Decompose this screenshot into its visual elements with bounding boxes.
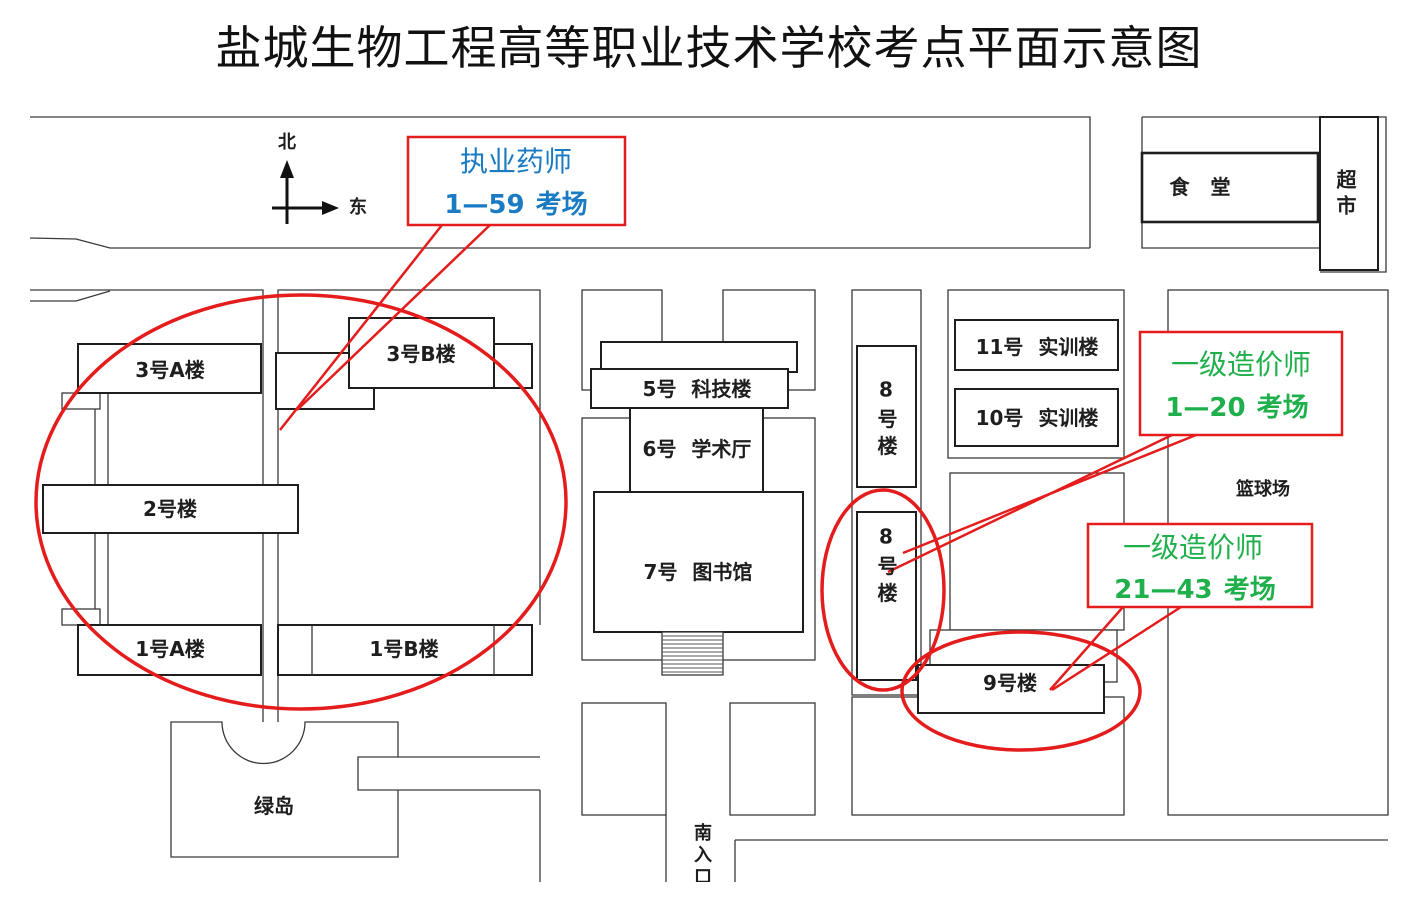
- supermarket-label: 超市: [1333, 169, 1357, 221]
- building-3a-label: 3号A楼: [135, 358, 205, 382]
- callout-cost-engineer-1-title: 一级造价师: [1170, 348, 1312, 381]
- callout-box-cost-engineer-2: [1086, 522, 1314, 609]
- building-2: [42, 484, 299, 534]
- building-2-label: 2号楼: [143, 497, 197, 521]
- south-center-block: [581, 702, 667, 816]
- basketball-court-label: 篮球场: [1236, 479, 1290, 500]
- building-9: [917, 664, 1105, 714]
- building-11: [954, 319, 1119, 371]
- south-center-block: [729, 702, 816, 816]
- callout-pointer: [887, 433, 1173, 574]
- callout-pointer: [1051, 605, 1182, 692]
- building-8-north: [856, 345, 917, 488]
- green-island-label: 绿岛: [254, 794, 294, 818]
- building-9-label: 9号楼: [983, 671, 1037, 695]
- callout-box-pharmacist: [406, 135, 627, 227]
- stairs-outline: [661, 631, 724, 676]
- building-5-label: 5号 科技楼: [642, 377, 752, 401]
- canteen-area-edge: [1142, 116, 1387, 273]
- campus-map: 北 东 3号A楼 3号B楼 2号楼 1号A楼 1号B楼 5号 科技楼 6号 学术…: [29, 116, 1389, 882]
- callout-box-cost-engineer-1: [1138, 330, 1344, 437]
- highlight-ellipse-building-8: [820, 488, 946, 692]
- north-arrowhead-icon: [280, 160, 294, 178]
- callout-pointer: [1049, 606, 1124, 691]
- building-11-label: 11号 实训楼: [975, 335, 1099, 359]
- building-3b-label: 3号B楼: [386, 342, 456, 366]
- south-east-block: [851, 696, 1125, 816]
- west-road-edge: [30, 290, 111, 302]
- building-6: [629, 407, 764, 493]
- highlight-ellipse-west-compound: [34, 293, 568, 711]
- compass: [272, 160, 339, 224]
- building-1b: [277, 624, 533, 676]
- library-stairs: [661, 631, 724, 676]
- building-8-south: [856, 511, 917, 681]
- building-3b: [348, 317, 495, 389]
- north-road-edge: [30, 116, 1091, 248]
- east-arrowhead-icon: [322, 201, 339, 215]
- green-island-entrance: [358, 757, 540, 790]
- canteen: [1140, 151, 1320, 224]
- callout-pharmacist-title: 执业药师: [459, 145, 573, 178]
- building-1a-label: 1号A楼: [135, 637, 205, 661]
- building-10: [954, 388, 1119, 447]
- south-entrance-label: 南入口: [691, 823, 712, 882]
- north-road-edge: [29, 237, 1090, 249]
- campus-plan: [29, 116, 1389, 882]
- buildings: [42, 116, 1379, 714]
- building-1a: [77, 624, 262, 676]
- building-7-label: 7号 图书馆: [643, 560, 753, 584]
- callouts: [279, 135, 1344, 692]
- building-3a: [77, 343, 262, 394]
- compass-north-label: 北: [278, 132, 296, 153]
- building-5-upper: [600, 341, 798, 373]
- supermarket: [1319, 116, 1379, 271]
- road-edges: [29, 116, 1388, 882]
- callout-pharmacist-rooms: 1—59 考场: [444, 190, 588, 220]
- callout-cost-engineer-1-rooms: 1—20 考场: [1165, 393, 1309, 423]
- compass-east-label: 东: [349, 197, 367, 218]
- callout-pointer: [279, 224, 443, 431]
- building-8-north-label: 8号楼: [874, 377, 898, 463]
- building-10-label: 10号 实训楼: [975, 406, 1099, 430]
- west-road-edge: [30, 289, 264, 722]
- green-island-block: [170, 721, 399, 858]
- exam-site-highlights: [34, 293, 1142, 752]
- highlight-ellipse-building-9: [900, 630, 1142, 752]
- canteen-label: 食 堂: [1169, 175, 1231, 199]
- building-6-label: 6号 学术厅: [642, 437, 752, 461]
- callout-cost-engineer-2-title: 一级造价师: [1122, 531, 1264, 564]
- callout-cost-engineer-2-rooms: 21—43 考场: [1114, 575, 1276, 605]
- building-1b-label: 1号B楼: [369, 637, 439, 661]
- callout-pointer: [902, 433, 1197, 555]
- callout-pointer: [296, 224, 491, 411]
- building-5: [590, 368, 789, 409]
- page-title: 盐城生物工程高等职业技术学校考点平面示意图: [215, 21, 1203, 75]
- green-island-entrance-edge: [357, 756, 540, 791]
- building-8-south-label: 8号楼: [874, 524, 898, 610]
